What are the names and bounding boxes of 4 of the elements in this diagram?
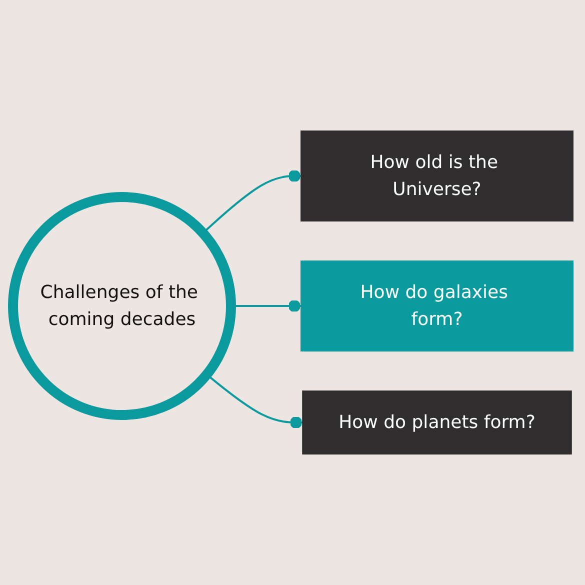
node-box: How old is the Universe? bbox=[300, 130, 573, 222]
node-box: How do galaxies form? bbox=[300, 260, 573, 352]
node-box: How do planets form? bbox=[302, 390, 572, 454]
node-circle: Challenges of the coming decades bbox=[8, 192, 236, 420]
